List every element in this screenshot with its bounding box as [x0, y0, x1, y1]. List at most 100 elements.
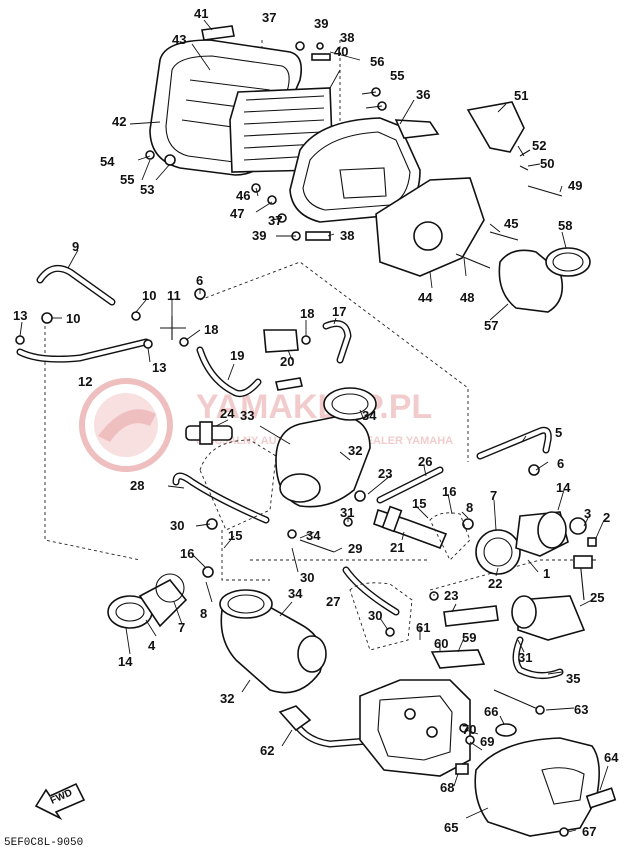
- callout-45[interactable]: 45: [504, 216, 518, 231]
- part-callouts: 1 2 3 4 5 6 6 7 7 8 8 9 10 10 11 12 13 1…: [13, 6, 619, 839]
- callout-51[interactable]: 51: [514, 88, 528, 103]
- callout-65[interactable]: 65: [444, 820, 458, 835]
- callout-27[interactable]: 27: [326, 594, 340, 609]
- callout-7[interactable]: 7: [178, 620, 185, 635]
- callout-23[interactable]: 23: [378, 466, 392, 481]
- callout-6b[interactable]: 6: [557, 456, 564, 471]
- callout-18[interactable]: 18: [300, 306, 314, 321]
- engine-phantom-outline: [199, 439, 471, 651]
- callout-34b[interactable]: 34: [306, 528, 321, 543]
- callout-21[interactable]: 21: [390, 540, 404, 555]
- callout-10b[interactable]: 10: [66, 311, 80, 326]
- callout-30c[interactable]: 30: [368, 608, 382, 623]
- callout-30[interactable]: 30: [170, 518, 184, 533]
- callout-20[interactable]: 20: [280, 354, 294, 369]
- callout-66[interactable]: 66: [484, 704, 498, 719]
- callout-55b[interactable]: 55: [390, 68, 404, 83]
- callout-37[interactable]: 37: [262, 10, 276, 25]
- callout-10[interactable]: 10: [142, 288, 156, 303]
- callout-15b[interactable]: 15: [412, 496, 426, 511]
- callout-60[interactable]: 60: [434, 636, 448, 651]
- leader-lines: [19, 19, 609, 833]
- callout-39b[interactable]: 39: [252, 228, 266, 243]
- callout-56[interactable]: 56: [370, 54, 384, 69]
- forward-direction-arrow: FWD: [34, 782, 86, 821]
- callout-31[interactable]: 31: [340, 505, 354, 520]
- callout-40[interactable]: 40: [334, 44, 348, 59]
- callout-2[interactable]: 2: [603, 510, 610, 525]
- callout-52[interactable]: 52: [532, 138, 546, 153]
- callout-3[interactable]: 3: [584, 506, 591, 521]
- callout-37b[interactable]: 37: [268, 213, 282, 228]
- callout-54[interactable]: 54: [100, 154, 115, 169]
- callout-24[interactable]: 24: [220, 406, 235, 421]
- callout-44[interactable]: 44: [418, 290, 433, 305]
- callout-18b[interactable]: 18: [204, 322, 218, 337]
- callout-15[interactable]: 15: [228, 528, 242, 543]
- callout-38b[interactable]: 38: [340, 228, 354, 243]
- callout-23b[interactable]: 23: [444, 588, 458, 603]
- callout-16b[interactable]: 16: [442, 484, 456, 499]
- callout-8[interactable]: 8: [200, 606, 207, 621]
- callout-59[interactable]: 59: [462, 630, 476, 645]
- callout-17[interactable]: 17: [332, 304, 346, 319]
- callout-29[interactable]: 29: [348, 541, 362, 556]
- callout-30b[interactable]: 30: [300, 570, 314, 585]
- callout-47[interactable]: 47: [230, 206, 244, 221]
- callout-68[interactable]: 68: [440, 780, 454, 795]
- callout-32b[interactable]: 32: [220, 691, 234, 706]
- callout-8b[interactable]: 8: [466, 500, 473, 515]
- callout-14b[interactable]: 14: [556, 480, 571, 495]
- callout-49[interactable]: 49: [568, 178, 582, 193]
- callout-69[interactable]: 69: [480, 734, 494, 749]
- callout-22[interactable]: 22: [488, 576, 502, 591]
- callout-61[interactable]: 61: [416, 620, 430, 635]
- callout-7b[interactable]: 7: [490, 488, 497, 503]
- callout-32[interactable]: 32: [348, 443, 362, 458]
- callout-14[interactable]: 14: [118, 654, 133, 669]
- callout-11[interactable]: 11: [167, 288, 181, 303]
- callout-5[interactable]: 5: [555, 425, 562, 440]
- callout-9[interactable]: 9: [72, 239, 79, 254]
- callout-33[interactable]: 33: [240, 408, 254, 423]
- diagram-reference-code: 5EF0C8L-9050: [4, 837, 83, 847]
- callout-36[interactable]: 36: [416, 87, 430, 102]
- callout-35[interactable]: 35: [566, 671, 580, 686]
- callout-53[interactable]: 53: [140, 182, 154, 197]
- callout-6[interactable]: 6: [196, 273, 203, 288]
- callout-57[interactable]: 57: [484, 318, 498, 333]
- callout-34[interactable]: 34: [362, 408, 377, 423]
- callout-67[interactable]: 67: [582, 824, 596, 839]
- callout-50[interactable]: 50: [540, 156, 554, 171]
- callout-41[interactable]: 41: [194, 6, 208, 21]
- callout-38[interactable]: 38: [340, 30, 354, 45]
- air-filter-case-assembly: [145, 25, 591, 313]
- callout-31b[interactable]: 31: [518, 650, 532, 665]
- callout-42[interactable]: 42: [112, 114, 126, 129]
- callout-25[interactable]: 25: [590, 590, 604, 605]
- callout-1[interactable]: 1: [543, 566, 550, 581]
- callout-4[interactable]: 4: [148, 638, 156, 653]
- callout-13b[interactable]: 13: [152, 360, 166, 375]
- watermark: YAMAKLEP.PL OFICJALNY AUTORYZOWANY DEALE…: [79, 378, 453, 472]
- callout-64[interactable]: 64: [604, 750, 619, 765]
- callout-46[interactable]: 46: [236, 188, 250, 203]
- callout-48[interactable]: 48: [460, 290, 474, 305]
- callout-43[interactable]: 43: [172, 32, 186, 47]
- callout-58[interactable]: 58: [558, 218, 572, 233]
- callout-34c[interactable]: 34: [288, 586, 303, 601]
- callout-13[interactable]: 13: [13, 308, 27, 323]
- callout-39[interactable]: 39: [314, 16, 328, 31]
- callout-19[interactable]: 19: [230, 348, 244, 363]
- callout-16[interactable]: 16: [180, 546, 194, 561]
- callout-28[interactable]: 28: [130, 478, 144, 493]
- watermark-logo-icon: [79, 378, 173, 472]
- callout-55[interactable]: 55: [120, 172, 134, 187]
- callout-62[interactable]: 62: [260, 743, 274, 758]
- side-cover-assembly: [278, 649, 617, 837]
- assembly-guide-lines: [44, 40, 590, 591]
- callout-12[interactable]: 12: [78, 374, 92, 389]
- callout-70[interactable]: 70: [462, 722, 476, 737]
- callout-63[interactable]: 63: [574, 702, 588, 717]
- callout-26[interactable]: 26: [418, 454, 432, 469]
